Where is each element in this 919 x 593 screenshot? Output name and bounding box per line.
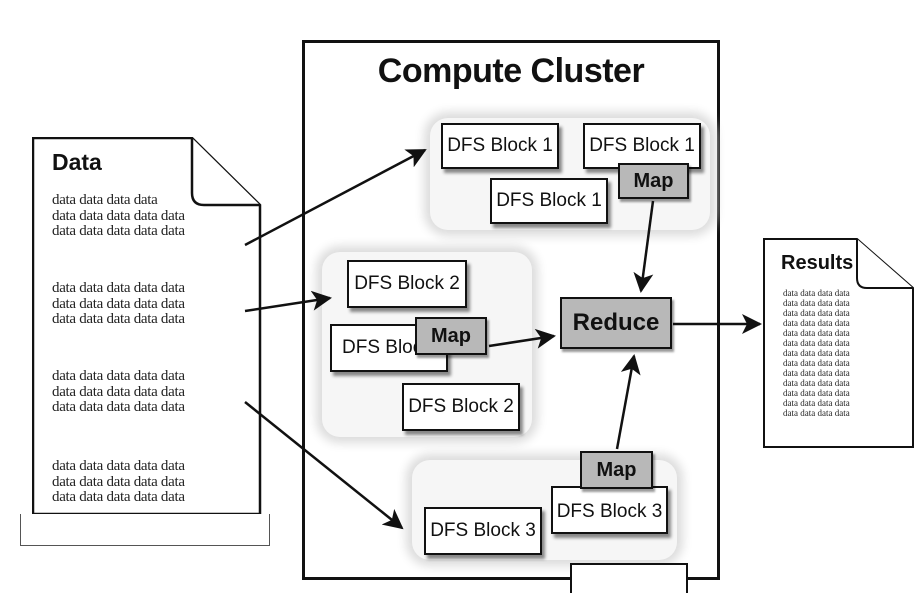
results-line: data data data data <box>783 368 850 378</box>
data-line: data data data data data <box>52 223 185 239</box>
results-document-outline <box>763 238 914 448</box>
results-lines: data data data data data data data data … <box>783 288 850 418</box>
results-document: Results data data data data data data da… <box>763 238 914 448</box>
partial-block-bottom <box>570 563 688 593</box>
dfs-block-3[interactable]: DFS Block 3 <box>551 486 668 534</box>
results-line: data data data data <box>783 338 850 348</box>
compute-cluster-title: Compute Cluster <box>377 52 645 90</box>
data-line: data data data data data <box>52 311 185 327</box>
results-line: data data data data <box>783 308 850 318</box>
results-line: data data data data <box>783 408 850 418</box>
data-line: data data data data data <box>52 207 185 224</box>
dfs-block-1[interactable]: DFS Block 1 <box>441 123 559 169</box>
data-line: data data data data data <box>52 459 185 474</box>
data-line: data data data data data <box>52 295 185 312</box>
data-line: data data data data <box>52 192 158 208</box>
results-line: data data data data <box>783 328 850 338</box>
results-line: data data data data <box>783 348 850 358</box>
results-line: data data data data <box>783 288 850 298</box>
data-line: data data data data data <box>52 473 185 490</box>
dfs-block-2[interactable]: DFS Block 2 <box>347 260 467 308</box>
data-document: Data data data data data data data data … <box>32 137 262 516</box>
results-document-title: Results <box>781 252 854 274</box>
results-line: data data data data <box>783 358 850 368</box>
data-document-outline <box>32 137 262 516</box>
results-line: data data data data <box>783 398 850 408</box>
results-line: data data data data <box>783 298 850 308</box>
results-line: data data data data <box>783 378 850 388</box>
data-line: data data data data data <box>52 399 185 415</box>
data-document-group-4: data data data data data data data data … <box>52 459 185 505</box>
data-document-back-page <box>20 514 270 546</box>
results-line: data data data data <box>783 318 850 328</box>
data-line: data data data data data <box>52 489 185 505</box>
dfs-block-1[interactable]: DFS Block 1 <box>583 123 701 169</box>
data-line: data data data data data <box>52 280 185 296</box>
map-box[interactable]: Map <box>618 163 689 199</box>
map-box[interactable]: Map <box>415 317 487 355</box>
map-box[interactable]: Map <box>580 451 653 489</box>
data-document-title: Data <box>52 149 102 175</box>
data-line: data data data data data <box>52 368 185 384</box>
data-document-group-1: data data data data data data data data … <box>52 192 185 240</box>
dfs-block-1[interactable]: DFS Block 1 <box>490 178 608 224</box>
data-line: data data data data data <box>52 383 185 400</box>
data-document-group-2: data data data data data data data data … <box>52 280 185 328</box>
data-document-group-3: data data data data data data data data … <box>52 368 185 416</box>
reduce-box[interactable]: Reduce <box>560 297 672 349</box>
results-line: data data data data <box>783 388 850 398</box>
dfs-block-3[interactable]: DFS Block 3 <box>424 507 542 555</box>
dfs-block-2[interactable]: DFS Block 2 <box>402 383 520 431</box>
